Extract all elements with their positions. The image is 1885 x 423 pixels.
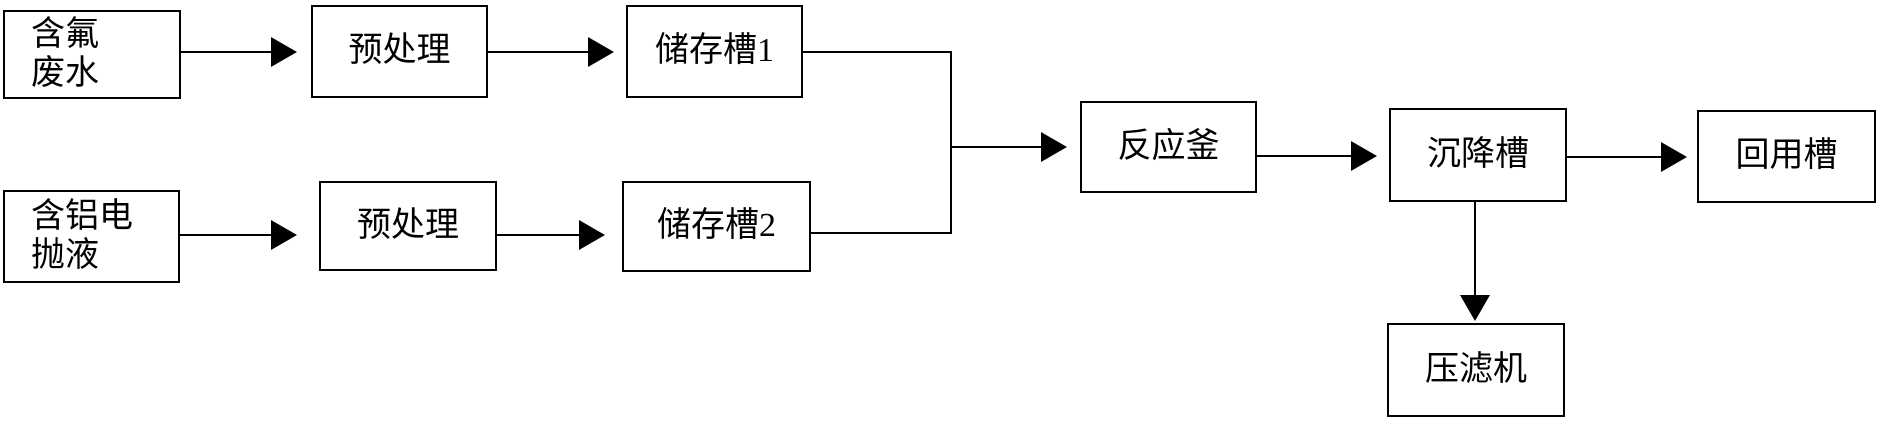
node-storage-tank-1: 储存槽1	[626, 5, 803, 98]
node-label: 压滤机	[1425, 350, 1527, 388]
node-storage-tank-2: 储存槽2	[622, 181, 811, 272]
arrowhead-icon	[1351, 141, 1377, 171]
node-label: 回用槽	[1735, 137, 1838, 175]
node-reuse-tank: 回用槽	[1697, 110, 1876, 203]
node-fluoride-wastewater: 含氟废水	[3, 10, 181, 99]
node-label: 抛液	[31, 236, 99, 274]
node-label: 废水	[31, 54, 99, 92]
node-label: 预处理	[348, 32, 451, 70]
node-label: 预处理	[357, 206, 459, 244]
node-settling-tank: 沉降槽	[1389, 108, 1567, 202]
node-label: 储存槽2	[657, 207, 776, 245]
arrowhead-icon	[1661, 142, 1687, 172]
node-filter-press: 压滤机	[1387, 323, 1565, 417]
node-label: 含铝电	[31, 198, 133, 236]
node-label: 反应釜	[1117, 127, 1220, 165]
arrowhead-icon	[579, 220, 605, 250]
node-label: 含氟	[31, 16, 99, 54]
edge-tanks-merge-path	[803, 51, 952, 234]
arrowhead-icon	[271, 37, 297, 67]
arrowhead-icon	[1041, 132, 1067, 162]
node-label: 储存槽1	[655, 32, 774, 70]
arrowhead-icon	[271, 220, 297, 250]
arrowhead-icon	[588, 37, 614, 67]
node-label: 沉降槽	[1427, 135, 1529, 173]
node-aluminum-polishing-liquid: 含铝电抛液	[3, 190, 180, 283]
arrowhead-icon	[1460, 295, 1490, 321]
node-pretreatment-2: 预处理	[319, 181, 497, 271]
node-reaction-kettle: 反应釜	[1080, 101, 1257, 193]
node-pretreatment-1: 预处理	[311, 5, 488, 98]
